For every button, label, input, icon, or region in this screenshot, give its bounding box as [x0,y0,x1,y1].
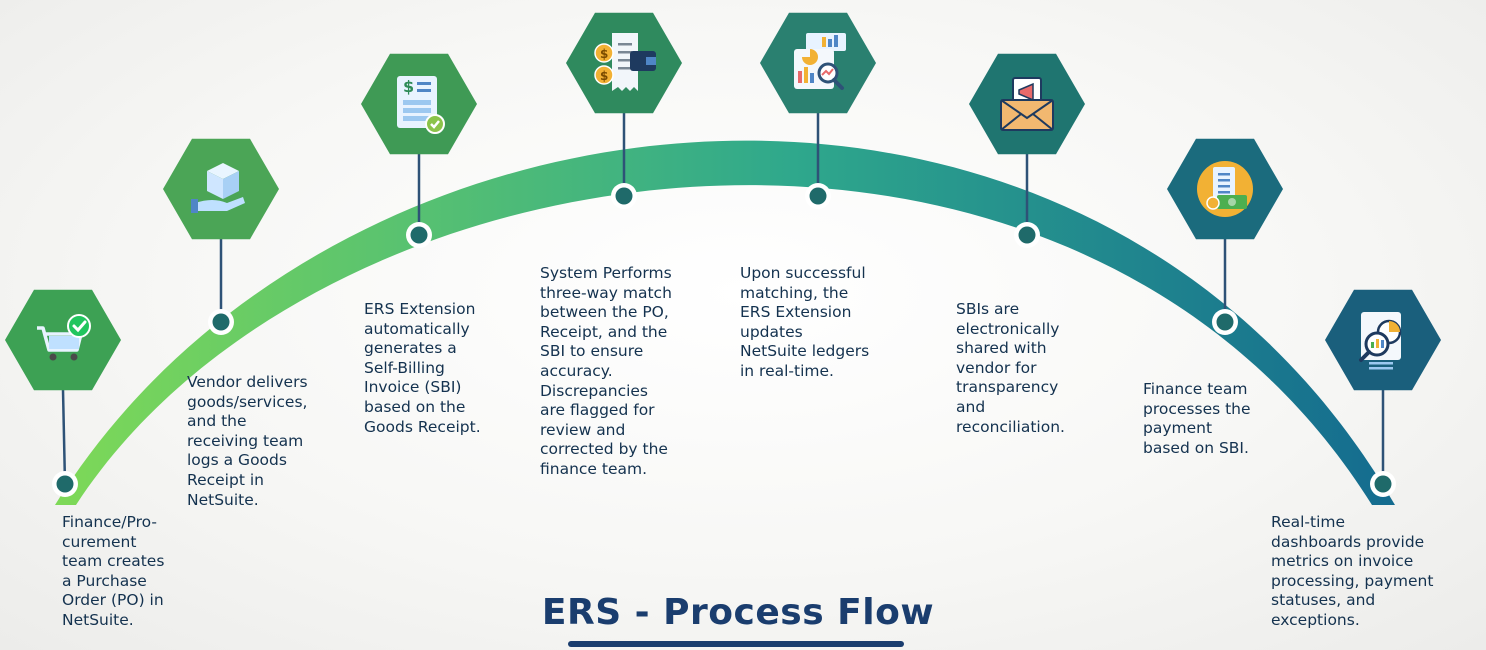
title-underline [568,641,904,647]
step-description-po: Finance/Pro- curement team creates a Pur… [62,513,165,629]
package-hand-icon [191,163,245,213]
timeline-node [611,183,637,209]
timeline-node [1370,471,1396,497]
timeline-node [52,471,78,497]
step-hexagon-dashboard [1325,289,1441,391]
svg-text:$: $ [600,47,608,61]
connector-stem [61,389,67,485]
process-arc [55,140,1395,505]
envelope-megaphone-icon [1000,77,1054,131]
timeline-node [406,222,432,248]
page-title: ERS - Process Flow [541,592,935,633]
step-description-ledger: Upon successful matching, the ERS Extens… [740,264,870,380]
dashboard-report-icon [1359,312,1402,370]
step-hexagon-ledger [760,12,876,114]
step-hexagon-delivery [163,138,279,240]
timeline-node [1212,309,1238,335]
step-hexagon-payment [1167,138,1283,240]
step-hexagon-share [969,53,1085,155]
hexagons-layer: $$$ [5,12,1441,391]
step-hexagon-sbi: $ [361,53,477,155]
timeline-node [1014,222,1040,248]
step-description-delivery: Vendor delivers goods/services, and the … [187,373,308,509]
analytics-report-icon [794,33,846,90]
receipt-wallet-icon: $$ [594,33,656,91]
stems-layer [61,113,1385,485]
step-description-match: System Performs three-way match between … [540,264,672,478]
step-hexagon-po [5,289,121,391]
timeline-node [208,309,234,335]
step-hexagon-match: $$ [566,12,682,114]
timeline-node [805,183,831,209]
step-description-share: SBIs are electronically shared with vend… [956,300,1065,436]
svg-text:$: $ [600,69,608,83]
step-description-payment: Finance team processes the payment based… [1143,380,1251,457]
payment-document-icon [1197,161,1253,217]
shopping-cart-check-icon [37,314,91,361]
step-description-sbi: ERS Extension automatically generates a … [364,300,481,436]
invoice-check-icon: $ [397,76,445,134]
nodes-layer [52,183,1396,497]
step-description-dashboard: Real-time dashboards provide metrics on … [1271,513,1434,629]
svg-text:$: $ [403,77,414,96]
